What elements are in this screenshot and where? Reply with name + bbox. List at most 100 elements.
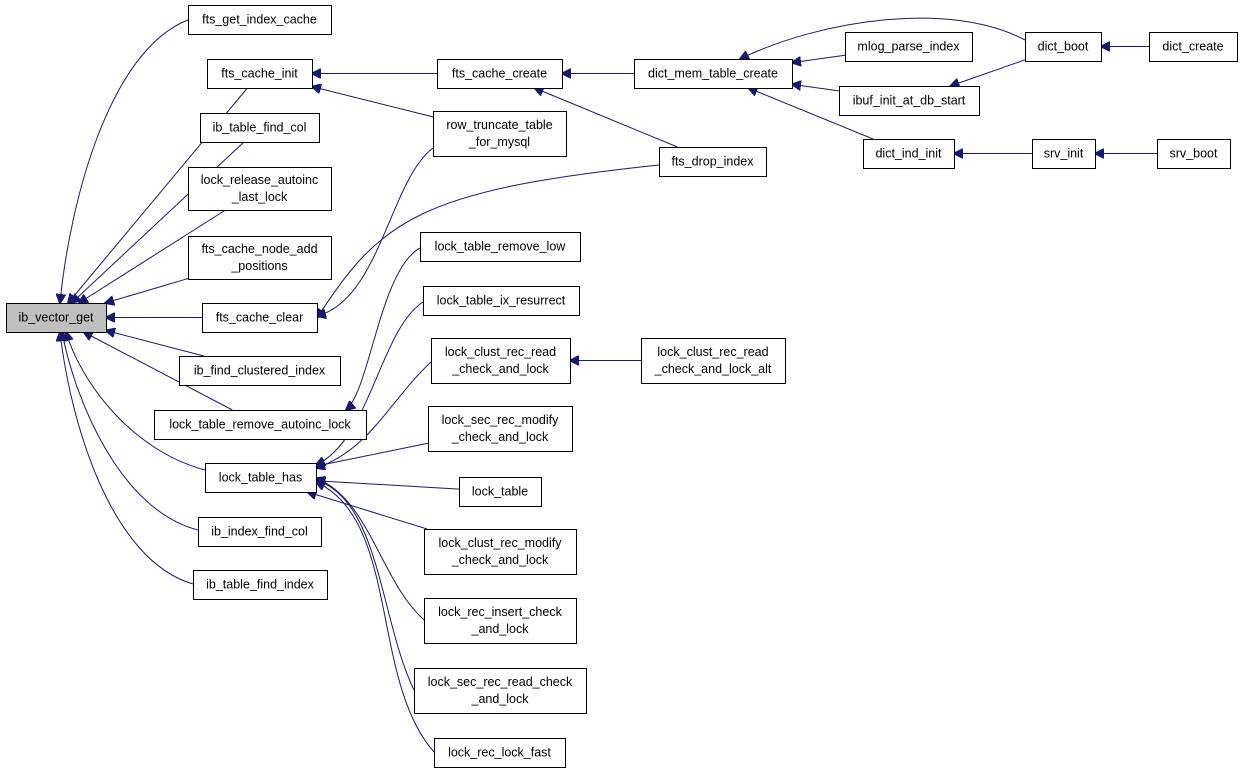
node-dict_create[interactable]: dict_create [1149, 32, 1238, 62]
node-label: _check_and_lock_alt [654, 362, 772, 376]
edge-dict_boot-to-dict_mem_table_create [740, 17, 1026, 59]
edge-row_truncate_table_for_mysql-to-fts_cache_clear [317, 147, 434, 316]
node-box [420, 232, 581, 262]
node-ib_find_clustered_index[interactable]: ib_find_clustered_index [179, 356, 341, 386]
nodes-layer: ib_vector_get fts_get_index_cache fts_cach… [6, 5, 1238, 768]
node-fts_cache_create[interactable]: fts_cache_create [437, 59, 563, 89]
node-lock_clust_rec_read_check_and_lock_alt[interactable]: lock_clust_rec_read _check_and_lock_alt [641, 338, 786, 384]
node-label: lock_table_remove_autoinc_lock [169, 418, 351, 432]
node-box [659, 147, 767, 177]
node-box [200, 113, 320, 143]
edge-row_truncate_table_for_mysql-to-fts_cache_init [312, 87, 434, 118]
node-label: dict_boot [1038, 40, 1089, 54]
edge-ib_find_clustered_index-to-ib_vector_get [106, 331, 204, 357]
node-fts_cache_init[interactable]: fts_cache_init [207, 59, 313, 89]
node-box [188, 5, 332, 35]
node-lock_table_remove_low[interactable]: lock_table_remove_low [420, 232, 581, 262]
node-label: ib_table_find_index [206, 578, 314, 592]
node-fts_cache_clear[interactable]: fts_cache_clear [202, 303, 318, 333]
node-label: lock_release_autoinc [201, 173, 318, 187]
node-box [433, 111, 567, 157]
node-label: lock_rec_lock_fast [448, 746, 551, 760]
node-lock_sec_rec_read_check_and_lock[interactable]: lock_sec_rec_read_check _and_lock [414, 668, 587, 714]
node-label: fts_drop_index [671, 155, 754, 169]
node-fts_get_index_cache[interactable]: fts_get_index_cache [188, 5, 332, 35]
node-box [845, 32, 973, 62]
node-label: _and_lock [471, 622, 530, 636]
node-label: ib_vector_get [18, 311, 94, 325]
edge-fts_get_index_cache-to-ib_vector_get [60, 19, 189, 303]
node-ib_table_find_index[interactable]: ib_table_find_index [193, 570, 328, 600]
node-label: mlog_parse_index [857, 40, 960, 54]
edge-lock_release_autoinc_last_lock-to-ib_vector_get [79, 209, 226, 303]
node-label: dict_create [1162, 40, 1223, 54]
node-label: _for_mysql [468, 135, 530, 149]
node-label: fts_get_index_cache [202, 13, 317, 27]
node-lock_table_ix_resurrect[interactable]: lock_table_ix_resurrect [423, 286, 580, 316]
node-lock_clust_rec_modify_check_and_lock[interactable]: lock_clust_rec_modify_check_and_lock [424, 529, 577, 575]
edge-lock_table_remove_low-to-lock_table_remove_autoinc_lock [346, 247, 421, 410]
edge-mlog_parse_index-to-dict_mem_table_create [792, 54, 846, 62]
node-box [434, 738, 566, 768]
node-ib_index_find_col[interactable]: ib_index_find_col [198, 517, 322, 547]
edge-lock_table_remove_autoinc_lock-to-ib_vector_get [84, 332, 233, 411]
edge-dict_ind_init-to-dict_mem_table_create [748, 88, 874, 140]
edge-lock_sec_rec_read_check_and_lock-to-lock_table_has [316, 480, 415, 691]
node-box [428, 406, 573, 452]
node-ibuf_init_at_db_start[interactable]: ibuf_init_at_db_start [839, 86, 980, 116]
node-fts_drop_index[interactable]: fts_drop_index [659, 147, 767, 177]
node-row_truncate_table_for_mysql[interactable]: row_truncate_table _for_mysql [433, 111, 567, 157]
node-box [634, 59, 793, 89]
node-label: lock_clust_rec_read [657, 345, 768, 359]
node-srv_init[interactable]: srv_init [1032, 139, 1096, 169]
node-label: row_truncate_table [446, 118, 552, 132]
node-label: _and_lock [471, 692, 530, 706]
node-box [423, 286, 580, 316]
node-lock_rec_lock_fast[interactable]: lock_rec_lock_fast [434, 738, 566, 768]
edge-lock_table_has-to-ib_vector_get [66, 332, 206, 471]
node-lock_table_has[interactable]: lock_table_has [205, 463, 317, 493]
node-lock_table[interactable]: lock_table [459, 477, 542, 507]
node-lock_table_remove_autoinc_lock[interactable]: lock_table_remove_autoinc_lock [154, 410, 367, 440]
node-dict_ind_init[interactable]: dict_ind_init [863, 139, 955, 169]
node-label: lock_sec_rec_read_check [428, 675, 573, 689]
node-label: _positions [230, 259, 287, 273]
node-box [1032, 139, 1096, 169]
node-lock_sec_rec_modify_check_and_lock[interactable]: lock_sec_rec_modify_check_and_lock [428, 406, 573, 452]
node-label: lock_clust_rec_modify [439, 536, 563, 550]
node-srv_boot[interactable]: srv_boot [1157, 139, 1231, 169]
node-label: ib_find_clustered_index [194, 364, 326, 378]
node-box [188, 236, 332, 280]
edge-fts_drop_index-to-fts_cache_create [535, 88, 678, 148]
node-label: fts_cache_init [221, 67, 298, 81]
node-lock_clust_rec_read_check_and_lock[interactable]: lock_clust_rec_read_check_and_lock [431, 338, 571, 384]
node-label: lock_table_has [219, 471, 302, 485]
node-dict_mem_table_create[interactable]: dict_mem_table_create [634, 59, 793, 89]
edge-ibuf_init_at_db_start-to-dict_mem_table_create [792, 84, 840, 92]
node-ib_table_find_col[interactable]: ib_table_find_col [200, 113, 320, 143]
edge-ib_index_find_col-to-ib_vector_get [62, 332, 199, 531]
node-label: fts_cache_clear [216, 311, 304, 325]
edge-lock_clust_rec_modify_check_and_lock-to-lock_table_has [307, 492, 428, 530]
node-label: fts_cache_create [452, 67, 547, 81]
node-ib_vector_get[interactable]: ib_vector_get [6, 303, 107, 333]
node-fts_cache_node_add_positions[interactable]: fts_cache_node_add_positions [188, 236, 332, 280]
node-lock_release_autoinc_last_lock[interactable]: lock_release_autoinc _last_lock [188, 167, 332, 211]
edge-fts_drop_index-to-fts_cache_clear [317, 164, 660, 318]
node-label: _last_lock [231, 190, 288, 204]
node-lock_rec_insert_check_and_lock[interactable]: lock_rec_insert_check _and_lock [424, 598, 577, 644]
node-label: _check_and_lock [451, 362, 549, 376]
node-box [424, 598, 577, 644]
node-box [1149, 32, 1238, 62]
node-box [1025, 32, 1102, 62]
node-label: lock_rec_insert_check [438, 605, 562, 619]
edge-lock_rec_insert_check_and_lock-to-lock_table_has [316, 478, 425, 621]
node-label: lock_table [472, 485, 528, 499]
node-dict_boot[interactable]: dict_boot [1025, 32, 1102, 62]
edge-lock_rec_lock_fast-to-lock_table_has [316, 482, 435, 753]
node-mlog_parse_index[interactable]: mlog_parse_index [845, 32, 973, 62]
edge-dict_boot-to-ibuf_init_at_db_start [950, 59, 1026, 86]
node-box [839, 86, 980, 116]
edges-layer [60, 17, 1157, 753]
